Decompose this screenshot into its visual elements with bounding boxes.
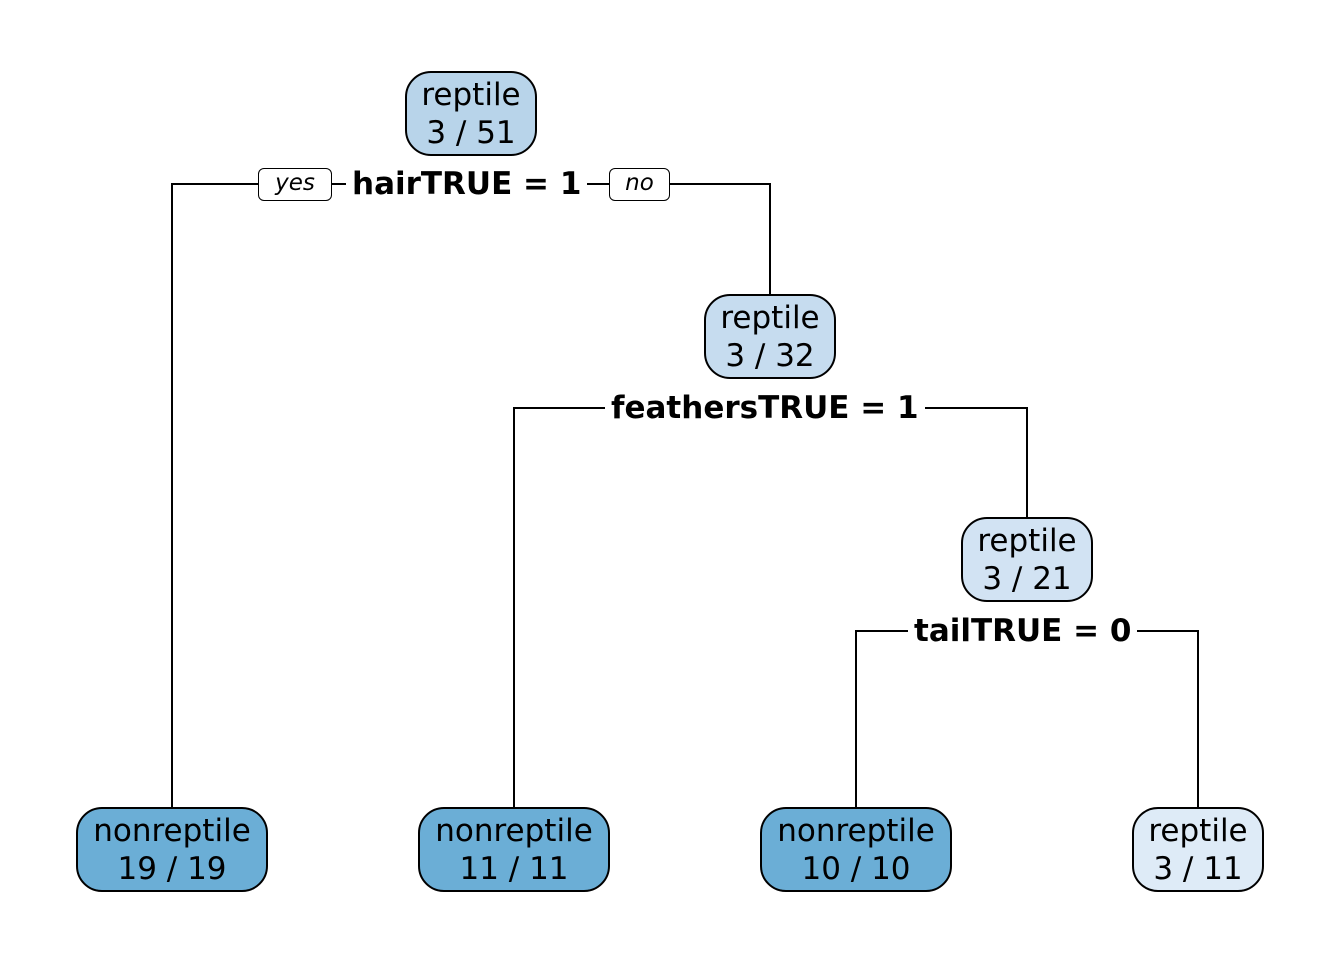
- node-3-count: 3 / 21: [982, 561, 1072, 597]
- edge-tail-no: [1027, 630, 1199, 808]
- split-root-label: hairTRUE = 1: [346, 166, 588, 202]
- leaf-4-count: 3 / 11: [1153, 851, 1243, 887]
- split-3-label: tailTRUE = 0: [908, 613, 1138, 649]
- leaf-2-count: 11 / 11: [459, 851, 569, 887]
- node-3: reptile 3 / 21: [961, 517, 1093, 602]
- node-3-class: reptile: [977, 523, 1077, 559]
- node-root-count: 3 / 51: [426, 115, 516, 151]
- branch-no-label: no: [609, 168, 670, 201]
- leaf-2-class: nonreptile: [435, 813, 593, 849]
- split-2-label: feathersTRUE = 1: [605, 390, 925, 426]
- leaf-1-class: nonreptile: [93, 813, 251, 849]
- node-2-class: reptile: [720, 300, 820, 336]
- leaf-3: nonreptile 10 / 10: [760, 807, 952, 892]
- leaf-4: reptile 3 / 11: [1132, 807, 1264, 892]
- branch-yes-label: yes: [258, 168, 332, 201]
- leaf-4-class: reptile: [1148, 813, 1248, 849]
- leaf-1-count: 19 / 19: [117, 851, 227, 887]
- leaf-3-count: 10 / 10: [801, 851, 911, 887]
- node-root-class: reptile: [421, 77, 521, 113]
- leaf-3-class: nonreptile: [777, 813, 935, 849]
- edge-feathers-yes: [513, 407, 770, 808]
- node-2-count: 3 / 32: [725, 338, 815, 374]
- leaf-2: nonreptile 11 / 11: [418, 807, 610, 892]
- node-2: reptile 3 / 32: [704, 294, 836, 379]
- edge-root-yes: [171, 183, 471, 808]
- node-root: reptile 3 / 51: [405, 71, 537, 156]
- leaf-1: nonreptile 19 / 19: [76, 807, 268, 892]
- edge-tail-yes: [855, 630, 1027, 808]
